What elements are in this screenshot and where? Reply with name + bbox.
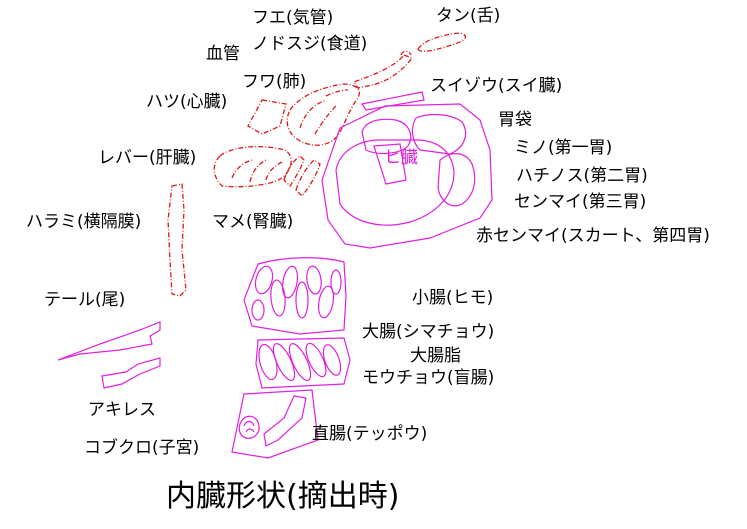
- label-uterus: コブクロ(子宮): [84, 438, 200, 458]
- uterus-shape: [238, 415, 260, 439]
- label-rumen: ミノ(第一胃): [514, 138, 613, 158]
- tail-shape: [57, 321, 161, 361]
- rectum-area: [231, 389, 319, 459]
- tongue-shape: [417, 32, 466, 52]
- label-liver: レバー(肝臓): [98, 148, 197, 168]
- label-tail: テール(尾): [44, 290, 126, 310]
- kidney-shape-2: [295, 159, 321, 197]
- label-rectum: 直腸(テッポウ): [312, 424, 428, 444]
- label-diaphragm: ハラミ(横隔膜): [26, 212, 142, 232]
- stomach-inner-1: [335, 139, 455, 226]
- reticulum-shape: [411, 113, 467, 155]
- label-blood-vessel: 血管: [206, 44, 240, 64]
- small-intestine-loops: [251, 265, 342, 321]
- label-kidney: マメ(腎臓): [212, 212, 294, 232]
- small-intestine-outer: [243, 257, 347, 335]
- label-tongue: タン(舌): [436, 6, 501, 26]
- rectum-shape: [263, 395, 307, 447]
- label-pancreas: スイゾウ(スイ臓): [430, 76, 563, 96]
- kidney-shape-1: [283, 155, 305, 188]
- label-large-intestine-fat: 大腸脂: [410, 346, 461, 366]
- label-large-intestine: 大腸(シマチョウ): [362, 322, 495, 342]
- esophagus-shape: [400, 50, 412, 56]
- label-small-intestine: 小腸(ヒモ): [412, 288, 494, 308]
- label-esophagus: ノドスジ(食道): [252, 34, 368, 54]
- label-trachea: フエ(気管): [252, 8, 334, 28]
- liver-inner: [231, 159, 283, 183]
- stomach-outer: [321, 103, 493, 249]
- label-spleen: ヒ臓: [384, 148, 418, 168]
- label-lung: フワ(肺): [242, 72, 307, 92]
- diagram-title: 内臓形状(摘出時): [166, 479, 400, 514]
- label-stomach: 胃袋: [498, 110, 532, 130]
- lung-inner: [299, 89, 349, 135]
- label-abomasum: 赤センマイ(スカート、第四胃): [476, 226, 710, 246]
- liver-shape: [213, 146, 292, 188]
- achilles-shape: [101, 357, 161, 389]
- lung-shape: [286, 83, 361, 146]
- heart-shape: [247, 99, 287, 135]
- label-reticulum: ハチノス(第二胃): [516, 166, 648, 186]
- pancreas-shape: [361, 91, 425, 111]
- omasum-shape: [437, 153, 476, 207]
- diaphragm-shape: [167, 183, 187, 297]
- rumen-shape: [361, 118, 412, 155]
- label-cecum: モウチョウ(盲腸): [362, 368, 495, 388]
- large-intestine-outer: [255, 337, 351, 389]
- label-achilles: アキレス: [88, 400, 156, 420]
- large-intestine-folds: [258, 342, 342, 381]
- label-heart: ハツ(心臓): [146, 92, 228, 112]
- label-omasum: センマイ(第三胃): [514, 192, 647, 212]
- spleen-shape: [373, 143, 407, 185]
- trachea-shape: [353, 54, 414, 89]
